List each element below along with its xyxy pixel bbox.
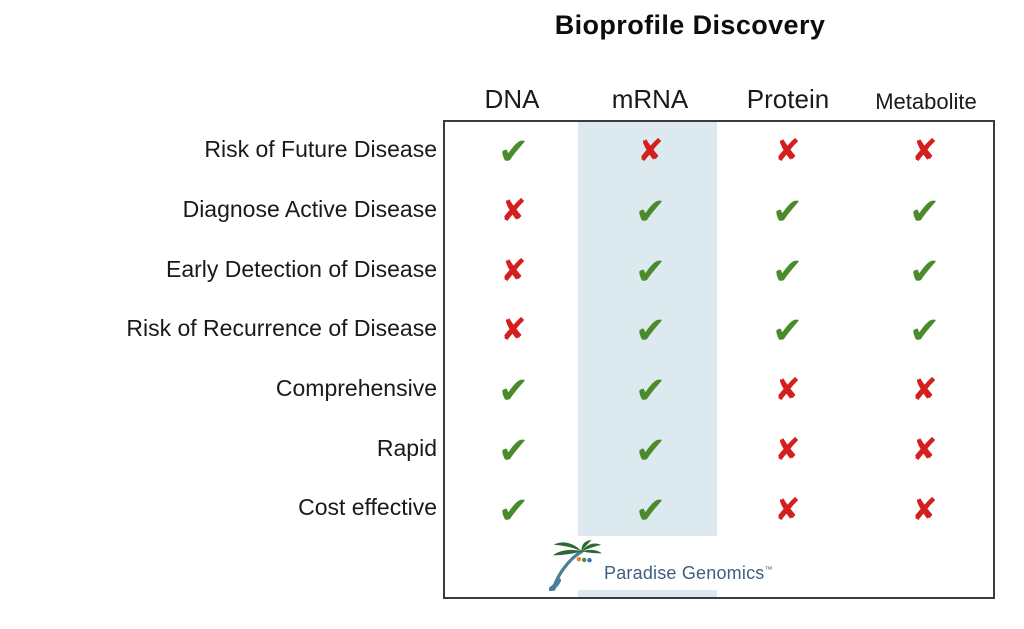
- logo-text: Paradise Genomics™: [604, 563, 773, 584]
- check-mark: ✔: [497, 488, 529, 532]
- row-label: Risk of Recurrence of Disease: [126, 315, 437, 342]
- row-label: Cost effective: [298, 494, 437, 521]
- cross-mark: ✘: [500, 193, 527, 230]
- page-title: Bioprofile Discovery: [554, 10, 826, 40]
- check-mark: ✔: [634, 428, 666, 472]
- check-mark: ✔: [908, 249, 940, 293]
- check-mark: ✔: [908, 309, 940, 353]
- logo-backdrop: [578, 536, 717, 590]
- column-header-mrna: mRNA: [611, 84, 689, 114]
- cross-mark: ✘: [774, 491, 801, 528]
- check-mark: ✔: [634, 369, 666, 413]
- cross-mark: ✘: [637, 133, 664, 170]
- check-mark: ✔: [634, 190, 666, 234]
- row-label: Risk of Future Disease: [204, 136, 437, 163]
- cross-mark: ✘: [774, 431, 801, 468]
- check-mark: ✔: [497, 428, 529, 472]
- check-mark: ✔: [771, 309, 803, 353]
- column-header-metabolite: Metabolite: [875, 89, 977, 114]
- cross-mark: ✘: [911, 372, 938, 409]
- check-mark: ✔: [497, 130, 529, 174]
- check-mark: ✔: [908, 190, 940, 234]
- column-header-protein: Protein: [746, 84, 830, 114]
- row-label: Rapid: [376, 434, 437, 461]
- check-mark: ✔: [771, 190, 803, 234]
- cross-mark: ✘: [774, 372, 801, 409]
- row-label: Diagnose Active Disease: [182, 196, 437, 223]
- trademark-symbol: ™: [764, 565, 773, 574]
- check-mark: ✔: [497, 369, 529, 413]
- palm-tree-icon: [549, 539, 603, 591]
- paradise-genomics-logo: Paradise Genomics™: [549, 539, 773, 591]
- check-mark: ✔: [634, 249, 666, 293]
- column-headers: DNA mRNA Protein Metabolite: [443, 80, 995, 118]
- cross-mark: ✘: [911, 133, 938, 170]
- comparison-table: ✔ ✘ ✘ ✘ ✘ ✔ ✔ ✔ ✘ ✔ ✔ ✔ ✘ ✔ ✔ ✔ ✔ ✔ ✘ ✘ ✔ ✔ ✘ ✘ ✔ ✔ ✘ ✘ Paradise Ge…: [443, 120, 995, 599]
- check-mark: ✔: [771, 249, 803, 293]
- column-header-dna: DNA: [484, 84, 540, 114]
- cross-mark: ✘: [911, 491, 938, 528]
- cross-mark: ✘: [911, 431, 938, 468]
- marks-grid: ✔ ✘ ✘ ✘ ✘ ✔ ✔ ✔ ✘ ✔ ✔ ✔ ✘ ✔ ✔ ✔ ✔ ✔ ✘ ✘ ✔ ✔ ✘ ✘ ✔ ✔ ✘ ✘: [445, 122, 993, 540]
- mrna-highlight-band: [578, 122, 717, 597]
- cross-mark: ✘: [500, 252, 527, 289]
- cross-mark: ✘: [774, 133, 801, 170]
- row-label: Comprehensive: [275, 375, 437, 402]
- logo-name: Paradise Genomics: [604, 563, 765, 583]
- check-mark: ✔: [634, 488, 666, 532]
- cross-mark: ✘: [500, 312, 527, 349]
- row-label: Early Detection of Disease: [165, 255, 437, 282]
- check-mark: ✔: [634, 309, 666, 353]
